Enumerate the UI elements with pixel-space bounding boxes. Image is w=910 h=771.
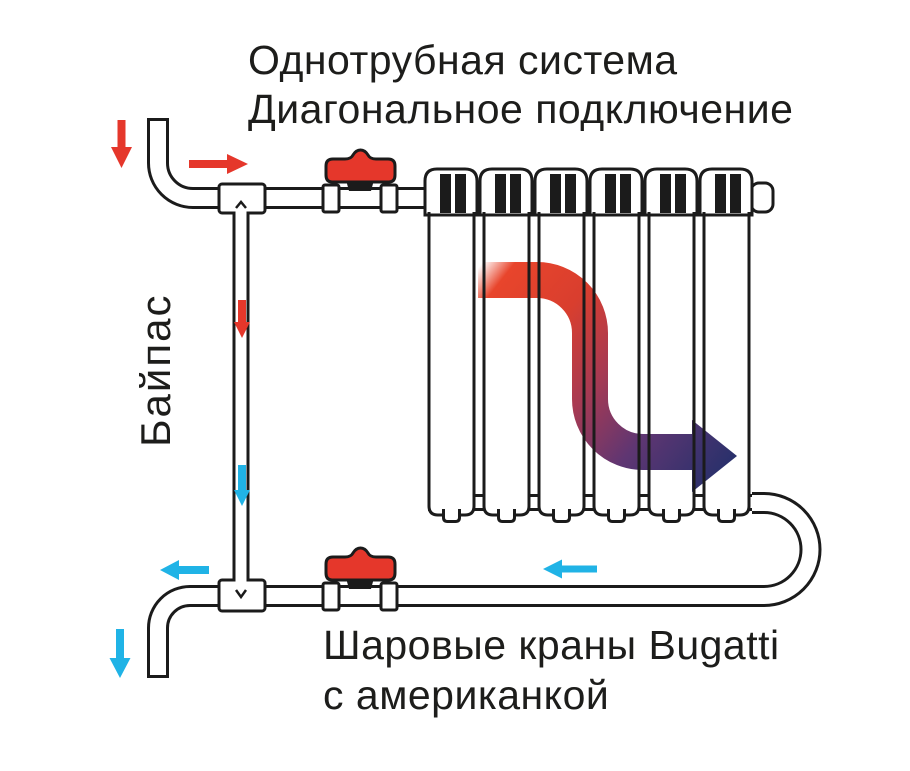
valves-caption-line-1: Шаровые краны Bugatti	[323, 622, 780, 668]
pipes	[147, 118, 822, 678]
return-pipe	[147, 492, 822, 678]
radiator-head-slot	[565, 174, 576, 213]
bypass-cold-arrow-down-icon	[234, 465, 250, 506]
radiator-section-foot	[607, 509, 626, 523]
title-line-1: Однотрубная система	[248, 37, 678, 83]
valve-union-nut	[379, 581, 399, 612]
tee-top-chevron-icon	[235, 200, 247, 209]
tee-top	[217, 182, 267, 217]
supply-pipe	[147, 118, 426, 209]
valves-caption-line-2: с американкой	[323, 672, 610, 718]
radiator-head-slot	[550, 174, 561, 213]
hot-inlet-arrow-down-icon	[111, 120, 132, 168]
radiator-head-slot	[620, 174, 631, 213]
diagram-title: Однотрубная система Диагональное подключ…	[248, 36, 793, 134]
radiator-section-foot	[552, 509, 571, 523]
radiator-section-outlines	[427, 212, 751, 523]
valve-handle	[324, 148, 397, 184]
valve-union-nut	[379, 183, 399, 214]
radiator-section-body-fill	[484, 212, 529, 515]
radiator-head-slot	[660, 174, 671, 213]
radiator-section-foot	[717, 509, 736, 523]
valve-union-nut	[321, 183, 341, 214]
radiator-head-slot	[715, 174, 726, 213]
flow-direction-arrows	[109, 120, 597, 678]
radiator-head-slot	[455, 174, 466, 213]
radiator-head-slot	[495, 174, 506, 213]
radiator-head-slot	[440, 174, 451, 213]
radiator-section-foot	[497, 509, 516, 523]
valve-union-nut	[321, 581, 341, 612]
radiator-end-plug	[749, 181, 775, 214]
valve-handle	[324, 546, 397, 582]
radiator-section-body-fill	[429, 212, 474, 515]
hot-supply-arrow-right-icon	[189, 154, 248, 174]
ball-valve-top	[321, 148, 399, 214]
radiator-head-slot	[675, 174, 686, 213]
radiator-head-slot	[730, 174, 741, 213]
cold-outlet-arrow-down-icon	[109, 629, 131, 678]
radiator-head-slot	[605, 174, 616, 213]
tee-bottom-chevron-icon	[234, 589, 248, 600]
ball-valve-bottom	[321, 546, 399, 612]
title-line-2: Диагональное подключение	[248, 86, 794, 132]
bypass-label: Байпас	[132, 293, 179, 447]
return-arrow-left-icon	[543, 559, 597, 579]
radiator-section-foot	[442, 509, 461, 523]
valves-caption: Шаровые краны Bugatti с американкой	[323, 620, 780, 720]
bypass-hot-arrow-down-icon	[234, 300, 250, 338]
radiator-section-foot	[662, 509, 681, 523]
tee-bottom	[217, 575, 267, 613]
radiator-head-slot	[510, 174, 521, 213]
return-outlet-arrow-left-icon	[160, 560, 209, 580]
